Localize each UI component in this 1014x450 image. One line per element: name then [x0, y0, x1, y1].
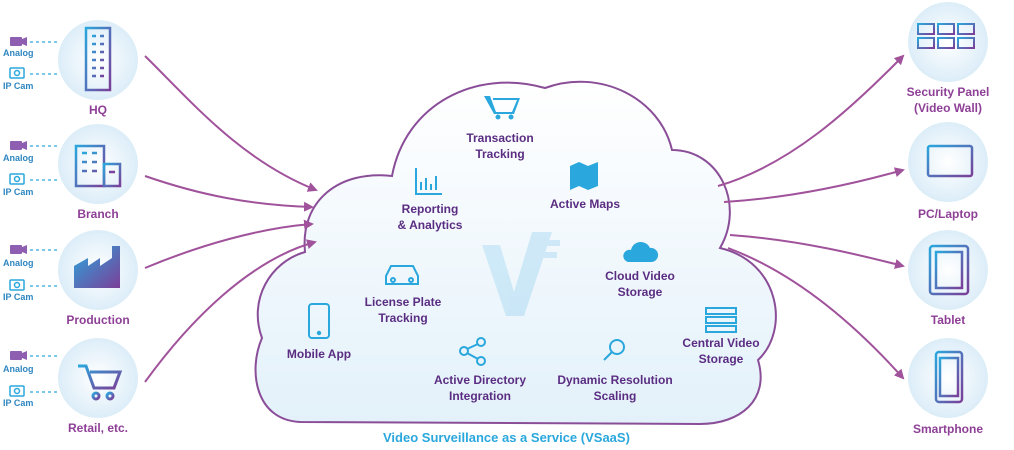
- ipcam-label: IP Cam: [3, 398, 34, 408]
- device-circle-tablet: [908, 230, 988, 310]
- bar-chart-icon: [415, 168, 442, 195]
- service-label-cloud-video-storage: Cloud Video Storage: [605, 269, 675, 299]
- arrow-hq: [144, 55, 318, 192]
- analog-label: Analog: [3, 258, 34, 268]
- service-label-reporting-analytics: Reporting & Analytics: [397, 202, 463, 232]
- v-logo-watermark: [482, 232, 560, 316]
- ip-camera-icons: [9, 67, 25, 397]
- analog-label: Analog: [3, 48, 34, 58]
- tablet-icon: [928, 244, 970, 296]
- branch-building-icon: [74, 144, 122, 188]
- analog-camera-icons: [10, 37, 27, 360]
- source-label-hq: HQ: [89, 103, 107, 117]
- arrow-retail: [144, 239, 317, 383]
- source-circle-retail: [58, 338, 138, 418]
- service-label-transaction-tracking: Transaction Tracking: [466, 131, 534, 161]
- factory-icon: [74, 246, 120, 288]
- service-label-central-video-storage: Central Video Storage: [682, 336, 760, 366]
- service-label-mobile-app: Mobile App: [286, 347, 352, 361]
- analog-label: Analog: [3, 153, 34, 163]
- service-label-license-plate-tracking: License Plate Tracking: [364, 295, 442, 325]
- diagram-title: Video Surveillance as a Service (VSaaS): [383, 430, 630, 445]
- source-label-production: Production: [66, 313, 130, 327]
- smartphone-icon: [934, 350, 964, 404]
- source-circle-branch: [58, 124, 138, 204]
- camera-connectors: [30, 41, 60, 393]
- ipcam-label: IP Cam: [3, 187, 34, 197]
- car-icon: [385, 265, 419, 285]
- ipcam-label: IP Cam: [3, 292, 34, 302]
- office-building-icon: [84, 26, 112, 92]
- server-icon: [705, 307, 737, 333]
- share-nodes-icon: [459, 337, 486, 366]
- arrow-tablet: [729, 234, 905, 269]
- source-label-branch: Branch: [77, 207, 119, 221]
- service-label-active-directory: Active Directory Integration: [433, 373, 527, 403]
- analog-label: Analog: [3, 364, 34, 374]
- source-circle-hq: [58, 20, 138, 100]
- shopping-cart-icon: [78, 364, 123, 401]
- arrow-branch: [144, 175, 314, 212]
- arrow-production: [144, 219, 314, 269]
- device-arrows: [717, 54, 905, 380]
- source-label-retail: Retail, etc.: [67, 421, 129, 435]
- source-circles: [58, 20, 138, 418]
- device-circle-laptop: [908, 122, 988, 202]
- cloud-icon: [623, 241, 659, 262]
- cloud-shape: [254, 80, 777, 426]
- ipcam-label: IP Cam: [3, 81, 34, 91]
- device-circle-security-panel: [908, 2, 988, 82]
- device-label-smartphone: Smartphone: [912, 422, 983, 436]
- magnifier-icon: [603, 339, 625, 361]
- device-circle-smartphone: [908, 338, 988, 418]
- mobile-phone-icon: [308, 303, 330, 339]
- arrow-smartphone: [727, 247, 905, 380]
- device-label-laptop: PC/Laptop: [918, 207, 978, 221]
- device-label-security-panel: Security Panel (Video Wall): [906, 85, 990, 115]
- laptop-icon: [920, 144, 980, 184]
- arrow-laptop: [723, 167, 905, 203]
- device-label-tablet: Tablet: [930, 313, 966, 327]
- service-label-dynamic-resolution: Dynamic Resolution Scaling: [557, 373, 673, 403]
- transaction-cart-icon: [484, 96, 520, 120]
- service-label-active-maps: Active Maps: [549, 197, 621, 211]
- video-wall-icon: [917, 23, 975, 49]
- arrow-security-panel: [717, 54, 905, 187]
- map-icon: [570, 162, 598, 190]
- source-arrows: [144, 55, 318, 383]
